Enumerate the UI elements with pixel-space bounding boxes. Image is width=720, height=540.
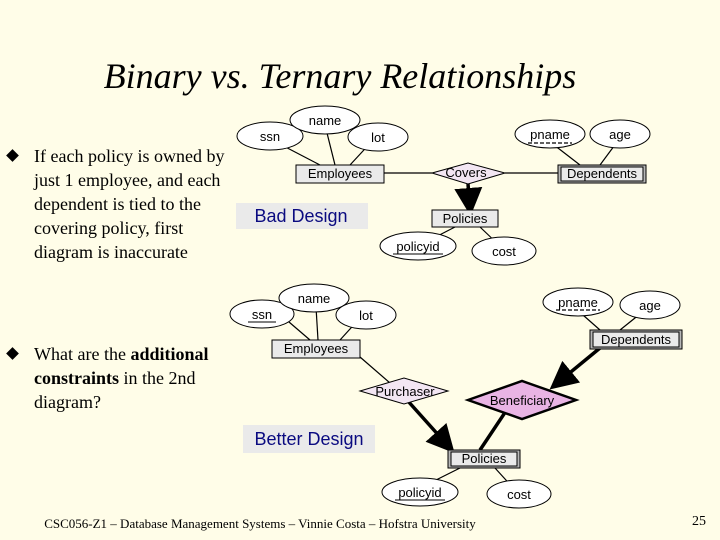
diagram-2: ssn name lot pname age policyid cost [229, 283, 683, 509]
attribute-ssn-2: ssn [229, 299, 295, 329]
page-number: 25 [692, 514, 706, 529]
svg-text:age: age [639, 298, 661, 313]
attribute-ssn-1: ssn [236, 121, 304, 151]
svg-text:ssn: ssn [260, 129, 280, 144]
attribute-lot-1: lot [347, 122, 409, 152]
svg-text:cost: cost [492, 244, 516, 259]
svg-text:Employees: Employees [308, 166, 373, 181]
bullet-2: What are the additional constraints in t… [6, 342, 228, 414]
bullet-1-text: If each policy is owned by just 1 employ… [34, 146, 225, 262]
attribute-name-1: name [289, 105, 361, 135]
svg-text:policyid: policyid [398, 485, 441, 500]
svg-text:Purchaser: Purchaser [375, 384, 435, 399]
svg-text:Beneficiary: Beneficiary [490, 393, 555, 408]
relationship-beneficiary: Beneficiary [464, 379, 580, 421]
attribute-policyid-2: policyid [381, 477, 459, 507]
bad-design-label: Bad Design [236, 203, 368, 229]
attribute-pname-1: pname [514, 119, 586, 149]
entity-policies-2: Policies [447, 449, 521, 469]
svg-text:name: name [309, 113, 342, 128]
relationship-purchaser: Purchaser [358, 377, 450, 405]
svg-text:Policies: Policies [443, 211, 488, 226]
attribute-policyid-1: policyid [379, 231, 457, 261]
attribute-name-2: name [278, 283, 350, 313]
better-design-label: Better Design [243, 425, 375, 453]
entity-policies-1: Policies [431, 209, 499, 228]
bullet-2-pre: What are the [34, 344, 131, 364]
svg-text:Covers: Covers [445, 165, 487, 180]
bullet-2-bold: additional constraints [34, 344, 209, 388]
attribute-age-1: age [589, 119, 651, 149]
footer: CSC056-Z1 – Database Management Systems … [44, 516, 476, 531]
svg-text:pname: pname [558, 295, 598, 310]
svg-text:Better Design: Better Design [254, 429, 363, 449]
diagram-1: ssn name lot pname age policyid cost [236, 105, 651, 266]
bullet-2-text: What are the additional constraints in t… [34, 342, 228, 414]
svg-text:Employees: Employees [284, 341, 349, 356]
entity-employees-2: Employees [271, 339, 361, 359]
bullet-1: If each policy is owned by just 1 employ… [6, 144, 228, 264]
attribute-pname-2: pname [542, 287, 614, 317]
svg-text:pname: pname [530, 127, 570, 142]
attribute-age-2: age [619, 290, 681, 320]
slide-title: Binary vs. Ternary Relationships [103, 56, 577, 96]
attribute-lot-2: lot [335, 300, 397, 330]
entity-employees-1: Employees [295, 164, 385, 184]
bullet-2-post: in the 2nd diagram? [34, 368, 196, 412]
svg-text:ssn: ssn [252, 307, 272, 322]
attribute-cost-1: cost [471, 236, 537, 266]
relationship-covers: Covers [430, 162, 507, 185]
svg-text:Policies: Policies [462, 451, 507, 466]
svg-text:name: name [298, 291, 331, 306]
svg-text:age: age [609, 127, 631, 142]
svg-text:lot: lot [371, 130, 385, 145]
svg-text:Dependents: Dependents [601, 332, 672, 347]
svg-text:lot: lot [359, 308, 373, 323]
attribute-cost-2: cost [486, 479, 552, 509]
svg-text:cost: cost [507, 487, 531, 502]
svg-text:policyid: policyid [396, 239, 439, 254]
entity-dependents-2: Dependents [589, 329, 683, 350]
svg-text:Bad Design: Bad Design [254, 206, 347, 226]
svg-text:Dependents: Dependents [567, 166, 638, 181]
entity-dependents-1: Dependents [557, 164, 647, 184]
